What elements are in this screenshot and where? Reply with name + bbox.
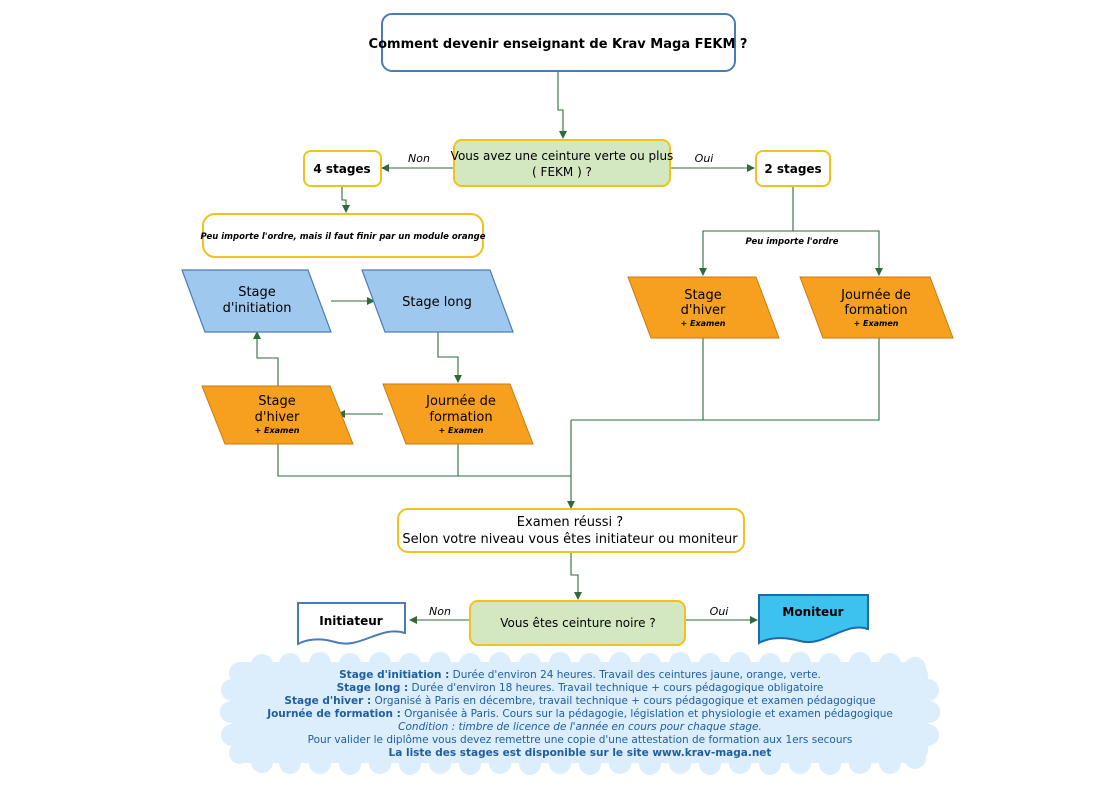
question1-line1: Vous avez une ceinture verte ou plus (451, 149, 674, 163)
right-hiver-line1: Stage (684, 288, 722, 303)
right-journee-line2: formation (844, 303, 907, 318)
arrow-4stages-to-note (341, 186, 350, 213)
left-journee-exam: + Examen (439, 426, 484, 435)
left-order-note-box: Peu importe l'ordre, mais il faut finir … (200, 213, 486, 258)
question2-box: Vous êtes ceinture noire ? (469, 600, 686, 646)
left-journee-line2: formation (429, 410, 492, 425)
four-stages-label: 4 stages (313, 162, 370, 176)
line-r-hiver-down (571, 338, 704, 421)
edge-non-1: Non (408, 152, 430, 165)
edge-oui-1: Oui (695, 152, 714, 165)
stage-initiation-line2: d'initiation (223, 301, 292, 316)
question2-label: Vous êtes ceinture noire ? (500, 616, 655, 630)
arrow-title-to-q1 (557, 72, 567, 139)
exam-box: Examen réussi ? Selon votre niveau vous … (397, 508, 745, 553)
exam-line2: Selon votre niveau vous êtes initiateur … (402, 532, 738, 547)
four-stages-box: 4 stages (303, 150, 382, 187)
line-hiver-down (277, 444, 571, 477)
edge-non-2: Non (429, 605, 451, 618)
notes-panel: Stage d'initiation : Durée d'environ 24 … (220, 652, 940, 775)
right-hiver-line2: d'hiver (681, 303, 726, 318)
exam-line1: Examen réussi ? (517, 515, 623, 530)
left-hiver-exam: + Examen (255, 426, 300, 435)
stage-initiation-shape: Stage d'initiation (181, 269, 332, 333)
line-r-journee-down (703, 338, 880, 421)
note-long: Stage long : Durée d'environ 18 heures. … (337, 682, 824, 694)
arrow-long-to-journee (437, 332, 462, 383)
note-hiver: Stage d'hiver : Organisé à Paris en déce… (284, 695, 875, 707)
stage-initiation-line1: Stage (238, 285, 276, 300)
right-journee-line1: Journée de (840, 288, 911, 303)
moniteur-label: Moniteur (782, 605, 843, 619)
moniteur-document: Moniteur (758, 594, 869, 645)
question1-box: Vous avez une ceinture verte ou plus ( F… (451, 139, 674, 187)
question1-line2: ( FEKM ) ? (532, 165, 592, 179)
left-order-note: Peu importe l'ordre, mais il faut finir … (200, 232, 485, 242)
right-hiver-shape: Stage d'hiver + Examen (627, 276, 780, 339)
initiateur-document: Initiateur (297, 602, 406, 646)
two-stages-label: 2 stages (764, 162, 821, 176)
edge-oui-2: Oui (710, 605, 729, 618)
right-journee-exam: + Examen (854, 319, 899, 328)
arrow-2stages-split (699, 186, 794, 276)
note-condition: Condition : timbre de licence de l'année… (398, 721, 762, 733)
right-order-note: Peu importe l'ordre (745, 237, 838, 247)
note-initiation: Stage d'initiation : Durée d'environ 24 … (339, 669, 821, 681)
note-website: La liste des stages est disponible sur l… (389, 747, 772, 759)
left-journee-shape: Journée de formation + Examen (382, 383, 534, 445)
two-stages-box: 2 stages (755, 150, 831, 187)
title-box: Comment devenir enseignant de Krav Maga … (369, 13, 748, 72)
arrow-2stages-right (793, 230, 883, 276)
right-hiver-exam: + Examen (681, 319, 726, 328)
right-journee-shape: Journée de formation + Examen (799, 276, 954, 339)
note-first-aid: Pour valider le diplôme vous devez remet… (308, 734, 853, 746)
left-hiver-line2: d'hiver (255, 410, 300, 425)
left-hiver-shape: Stage d'hiver + Examen (201, 385, 354, 445)
arrow-hiver-to-initiation (253, 331, 279, 386)
title-text: Comment devenir enseignant de Krav Maga … (369, 37, 748, 52)
stage-long-label: Stage long (402, 295, 472, 310)
stage-long-shape: Stage long (361, 269, 514, 333)
note-journee: Journée de formation : Organisée à Paris… (266, 708, 893, 720)
left-hiver-line1: Stage (258, 394, 296, 409)
initiateur-label: Initiateur (319, 614, 382, 628)
connectors (253, 72, 883, 624)
left-journee-line1: Journée de (425, 394, 496, 409)
arrow-exam-to-q2 (570, 552, 582, 600)
